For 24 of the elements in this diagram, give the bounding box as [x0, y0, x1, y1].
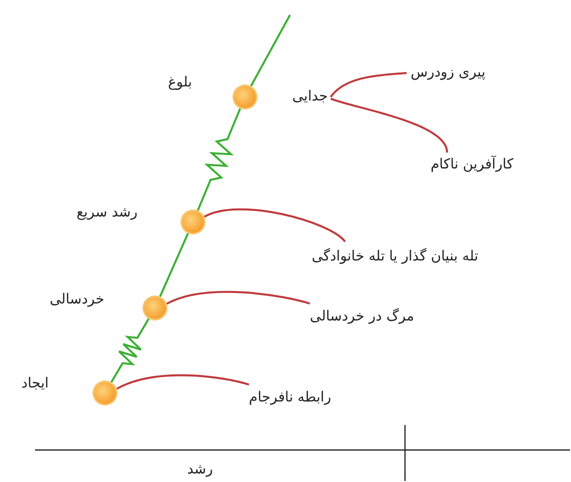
growth-line: [250, 14, 291, 87]
connector-curve: [116, 374, 250, 390]
connector-curve: [204, 208, 346, 242]
outcome-label: کارآفرین ناکام: [430, 156, 514, 174]
growth-line: [196, 108, 242, 211]
milestone-dot: [234, 86, 256, 108]
outcome-label: رابطه نافرجام: [248, 390, 332, 406]
growth-line: [159, 233, 189, 297]
outcome-label: پیری زودرس: [410, 64, 486, 82]
growth-line: [110, 318, 150, 383]
outcome-label: مرگ در خردسالی: [310, 308, 414, 326]
connector-curve: [166, 290, 310, 305]
stage-label: رشد سریع: [76, 204, 138, 222]
connector-curve: [330, 98, 448, 153]
outcome-label: تله بنیان گذار یا تله خانوادگی: [312, 248, 478, 266]
connector-curve: [330, 72, 407, 98]
milestone-dot: [144, 297, 166, 319]
milestone-dot: [94, 382, 116, 404]
stage-label: بلوغ: [168, 74, 192, 92]
axis-label: رشد: [187, 462, 213, 478]
milestone-dot: [182, 211, 204, 233]
stage-label: ایجاد: [21, 376, 49, 392]
outcome-label: جدایی: [292, 88, 328, 106]
stage-label: خردسالی: [50, 292, 104, 308]
